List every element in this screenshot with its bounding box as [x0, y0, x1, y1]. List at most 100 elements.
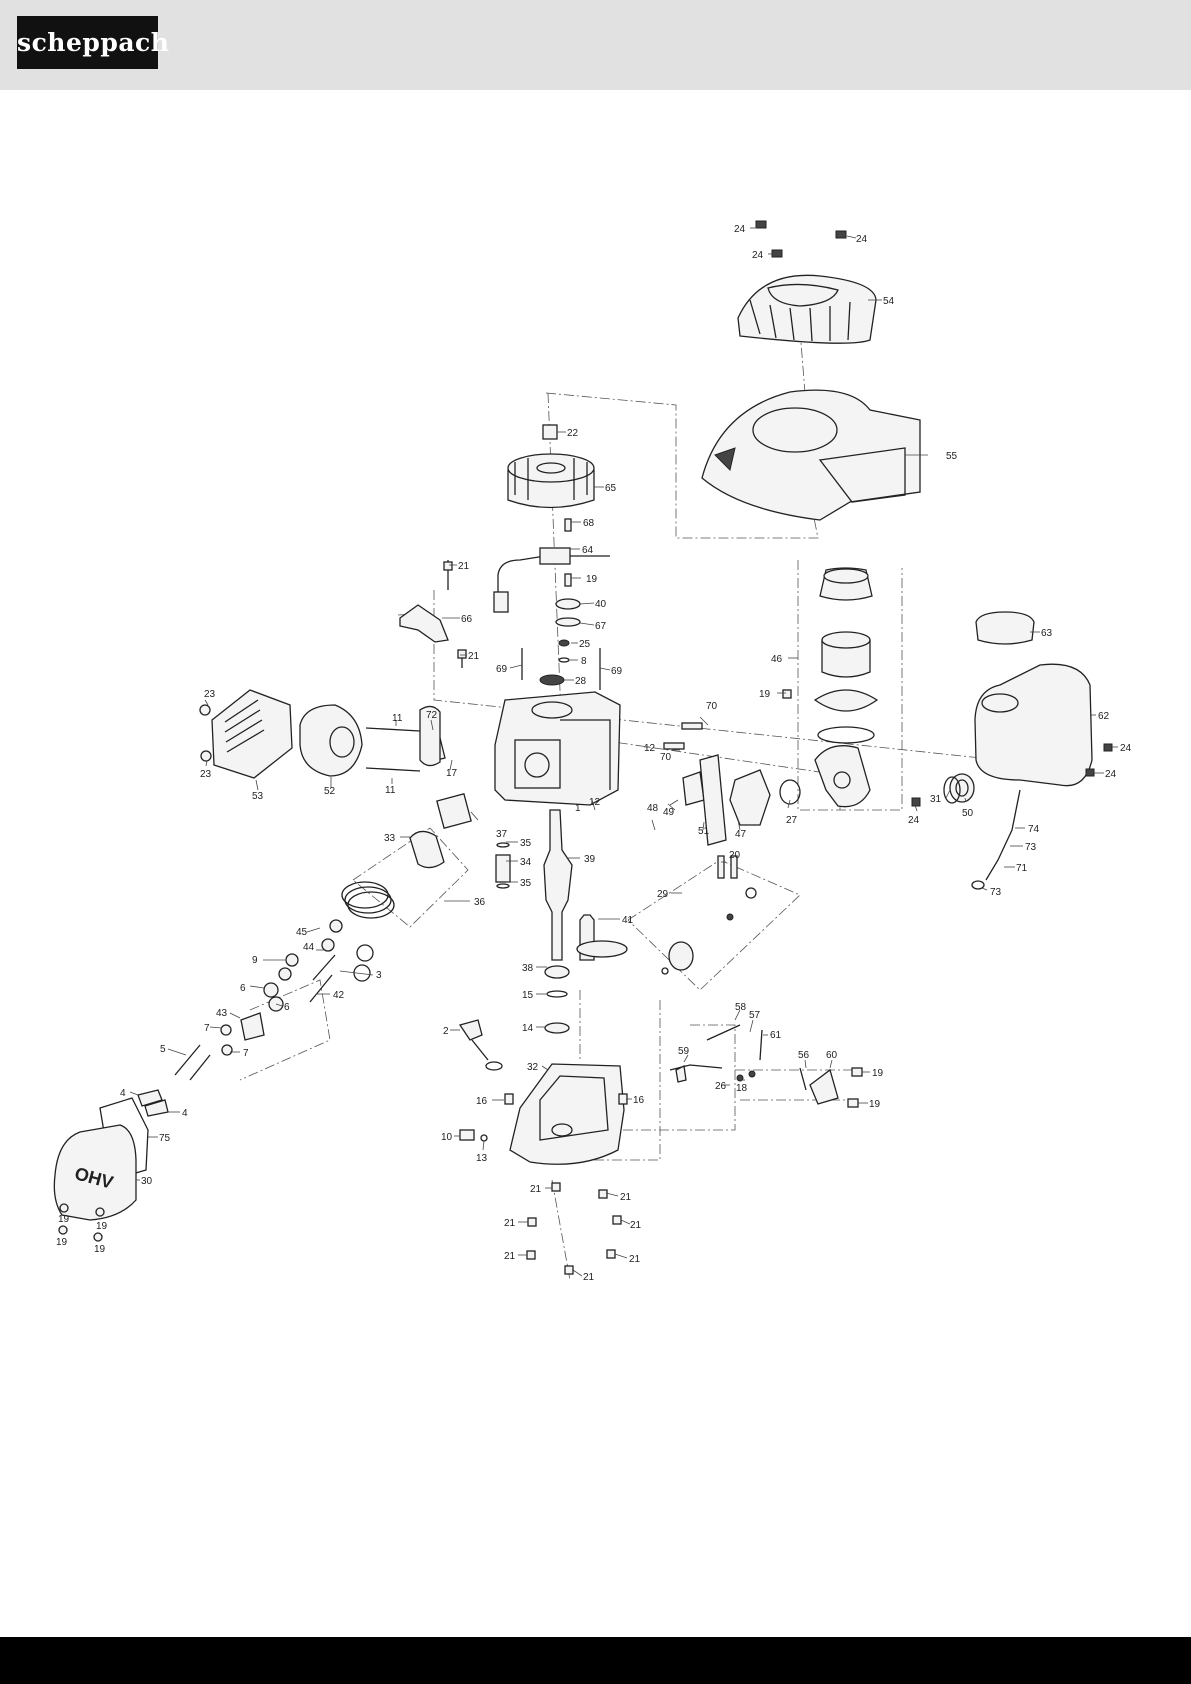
callout-label: 73 — [990, 887, 1002, 898]
recoil-starter — [737, 274, 877, 344]
heat-shield — [299, 704, 421, 777]
callout-label: 13 — [476, 1153, 488, 1164]
callout-label: 7 — [204, 1023, 210, 1034]
callout-label: 8 — [581, 656, 587, 667]
callout-label: 69 — [611, 666, 623, 677]
callout-label: 21 — [630, 1220, 642, 1231]
callout-label: 60 — [826, 1050, 838, 1061]
callout-label: 56 — [798, 1050, 810, 1061]
callout-label: 35 — [520, 838, 532, 849]
callout-label: 59 — [678, 1046, 690, 1057]
callout-label: 57 — [749, 1010, 761, 1021]
page-footer-bar — [0, 1637, 1191, 1684]
callout-label: 70 — [660, 752, 672, 763]
callout-label: 1 — [575, 803, 581, 814]
callout-label: 51 — [698, 826, 710, 837]
callout-label: 16 — [633, 1095, 645, 1106]
air-filter — [813, 567, 879, 744]
callout-label: 19 — [872, 1068, 884, 1079]
callout-label: 53 — [252, 791, 264, 802]
callout-label: 67 — [595, 621, 607, 632]
callout-label: 2 — [443, 1026, 449, 1037]
callout-label: 29 — [657, 889, 669, 900]
callout-label: 39 — [584, 854, 596, 865]
callout-label: 24 — [1105, 769, 1117, 780]
callout-label: 32 — [527, 1062, 539, 1073]
callout-label: 27 — [786, 815, 798, 826]
callout-label: 25 — [579, 639, 591, 650]
callout-label: 38 — [522, 963, 534, 974]
fuel-tank — [971, 611, 1113, 890]
callout-label: 66 — [461, 614, 473, 625]
callout-label: 58 — [735, 1002, 747, 1013]
callout-label: 5 — [160, 1044, 166, 1055]
callout-label: 21 — [583, 1272, 595, 1283]
callout-label: 9 — [252, 955, 258, 966]
callout-label: 72 — [426, 710, 438, 721]
callout-label: 46 — [771, 654, 783, 665]
callout-label: 11 — [392, 713, 403, 724]
callout-leaders — [129, 227, 1118, 1277]
callout-label: 48 — [647, 803, 659, 814]
callout-label: 19 — [96, 1221, 108, 1232]
muffler — [199, 689, 293, 779]
callout-label: 55 — [946, 451, 958, 462]
callout-label: 54 — [883, 296, 895, 307]
callout-label: 15 — [522, 990, 534, 1001]
callout-label: 35 — [520, 878, 532, 889]
callout-label: 12 — [589, 797, 601, 808]
callout-label: 42 — [333, 990, 345, 1001]
crankshaft — [543, 809, 628, 1034]
callout-label: 6 — [284, 1002, 290, 1013]
callout-label: 19 — [586, 574, 598, 585]
callout-label: 62 — [1098, 711, 1110, 722]
callout-label: 12 — [644, 743, 656, 754]
callout-label: 50 — [962, 808, 974, 819]
callout-label: 34 — [520, 857, 532, 868]
callout-label: 24 — [752, 250, 764, 261]
callout-label: 19 — [58, 1214, 70, 1225]
carburetor — [682, 754, 801, 846]
callout-label: 24 — [856, 234, 868, 245]
valve-cover: OHV — [53, 1097, 149, 1242]
brand-logo: scheppach — [17, 16, 169, 69]
fan-cover-shroud — [701, 389, 921, 521]
callout-label: 6 — [240, 983, 246, 994]
callout-label: 24 — [908, 815, 920, 826]
valve-train — [137, 919, 374, 1117]
throttle-linkage — [669, 1024, 863, 1108]
callout-label: 47 — [735, 829, 747, 840]
callout-label: 21 — [468, 651, 480, 662]
callout-label: 71 — [1016, 863, 1028, 874]
callout-label: 31 — [930, 794, 942, 805]
callout-label: 11 — [385, 785, 396, 796]
callout-label: 21 — [504, 1218, 516, 1229]
callout-label: 33 — [384, 833, 396, 844]
callout-label: 43 — [216, 1008, 228, 1019]
callout-label: 24 — [734, 224, 746, 235]
callout-label: 19 — [94, 1244, 106, 1255]
callout-label: 30 — [141, 1176, 153, 1187]
oil-sensor — [458, 1019, 503, 1071]
page-header: scheppach — [0, 0, 1191, 90]
callout-label: 24 — [1120, 743, 1132, 754]
callout-label: 37 — [496, 829, 508, 840]
callout-labels: 24 24 24 54 55 22 65 68 64 19 21 66 21 4… — [56, 224, 1132, 1283]
callout-label: 21 — [629, 1254, 641, 1265]
callout-label: 28 — [575, 676, 587, 687]
callout-label: 63 — [1041, 628, 1053, 639]
callout-label: 61 — [770, 1030, 782, 1041]
callout-label: 10 — [441, 1132, 453, 1143]
callout-label: 40 — [595, 599, 607, 610]
callout-label: 36 — [474, 897, 486, 908]
flywheel — [507, 424, 595, 509]
callout-label: 4 — [120, 1088, 126, 1099]
callout-label: 49 — [663, 807, 675, 818]
callout-label: 23 — [200, 769, 212, 780]
callout-label: 3 — [376, 970, 382, 981]
crankcase-cover — [459, 1063, 628, 1165]
engine-block — [419, 691, 621, 806]
callout-label: 16 — [476, 1096, 488, 1107]
callout-label: 23 — [204, 689, 216, 700]
